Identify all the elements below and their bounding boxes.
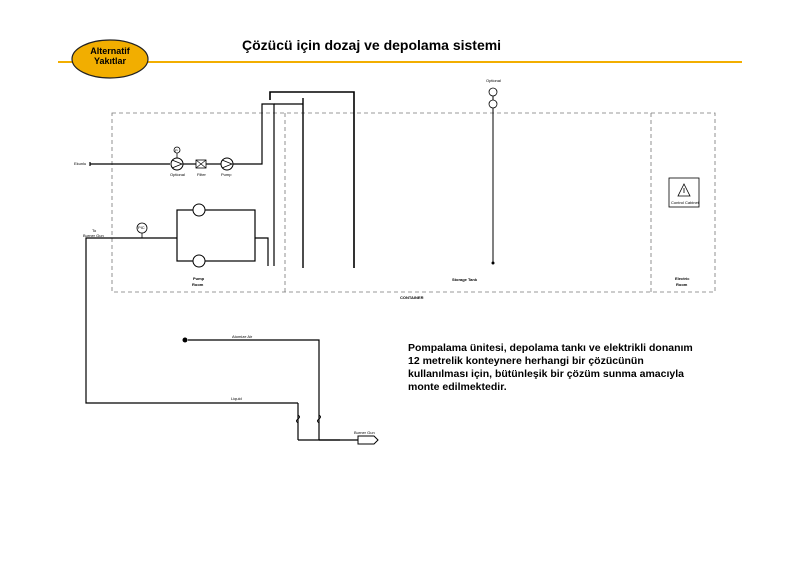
- to-burner-label-1: To: [92, 228, 97, 233]
- electric-room-label-2: Room: [676, 282, 688, 287]
- burner-gun-symbol: [357, 435, 379, 445]
- page-title: Çözücü için dozaj ve depolama sistemi: [242, 37, 502, 53]
- pressure-gauge: [173, 146, 181, 154]
- filter-label: Filter: [197, 172, 207, 177]
- burner-gun-label: Burner Gun: [354, 430, 375, 435]
- pump-lower: [192, 254, 206, 268]
- electric-room-label-1: Electric: [675, 276, 690, 281]
- container-outline: [111, 112, 716, 293]
- logo: Alternatif Yakıtlar: [70, 38, 150, 80]
- storage-tank-label: Storage Tank: [452, 277, 478, 282]
- inlet-label: Ekunlu: [74, 161, 86, 166]
- logo-ellipse: [71, 39, 149, 79]
- liquid-label: Liquid: [231, 396, 242, 401]
- description-text: Pompalama ünitesi, depolama tankı ve ele…: [408, 342, 693, 393]
- pump-loop: [176, 209, 256, 262]
- container-label: CONTAINER: [400, 295, 424, 300]
- to-burner-label-2: Burner Gun: [83, 233, 104, 238]
- pump-label: Pump: [221, 172, 232, 177]
- air-inlet: [182, 337, 188, 343]
- atomize-air-label: Atomize Air: [232, 334, 253, 339]
- gauge-label: Optional: [486, 78, 501, 83]
- pump-room-label-1: Pump: [193, 276, 205, 281]
- pump-upper: [192, 203, 206, 217]
- logo-line-2: Yakıtlar: [93, 56, 127, 66]
- logo-text: Alternatif Yakıtlar: [70, 46, 150, 66]
- control-cabinet-label: Control Cabinet: [671, 200, 700, 205]
- logo-line-1: Alternatif: [90, 46, 130, 56]
- pressure-gauge-label: P: [175, 148, 178, 153]
- pi-label: PIC: [138, 225, 145, 230]
- valve-label: Optional: [170, 172, 185, 177]
- pump-room-label-2: Room: [192, 282, 204, 287]
